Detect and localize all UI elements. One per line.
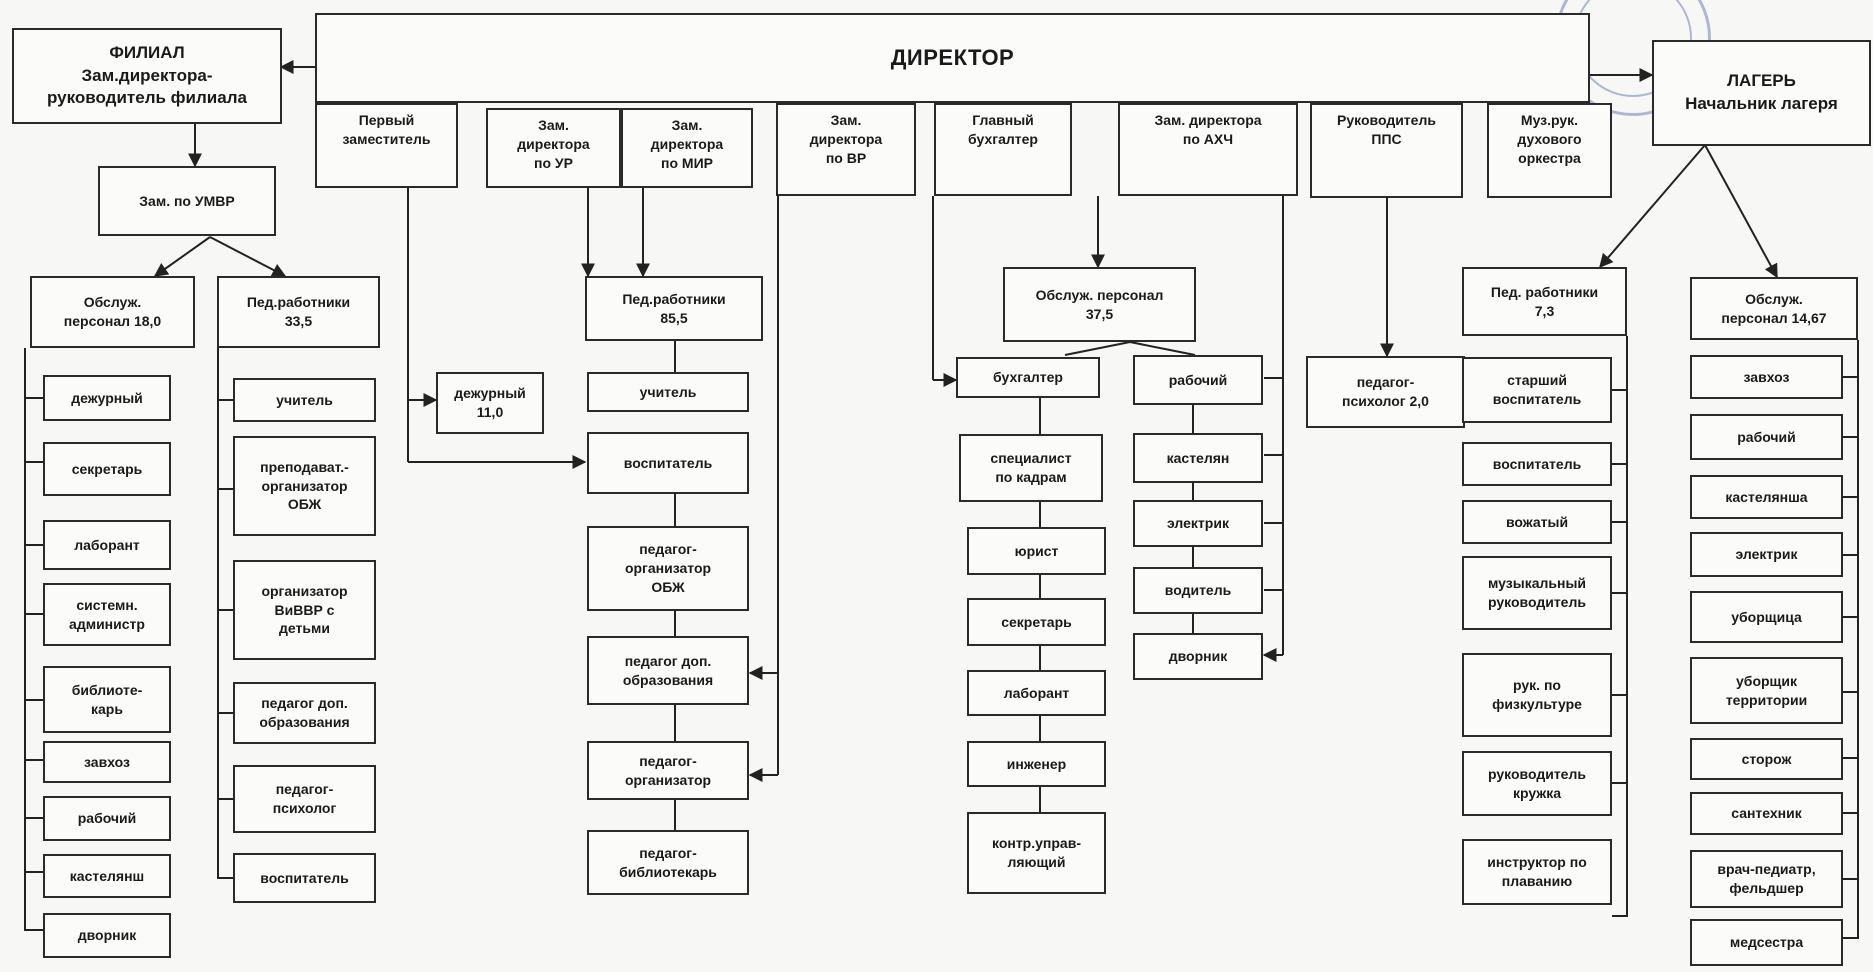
camp-service-item[interactable]: уборщик территории xyxy=(1690,657,1843,724)
worker-column-item[interactable]: электрик xyxy=(1133,500,1263,547)
camp-service-item[interactable]: сантехник xyxy=(1690,792,1843,835)
camp-service-item[interactable]: кастелянша xyxy=(1690,475,1843,519)
camp-teachers-item[interactable]: старший воспитатель xyxy=(1462,357,1612,423)
camp-teachers-item[interactable]: рук. по физкультуре xyxy=(1462,653,1612,737)
camp-teachers-item[interactable]: воспитатель xyxy=(1462,442,1612,486)
camp-teachers-item[interactable]: инструктор по плаванию xyxy=(1462,839,1612,905)
branch-teachers-item[interactable]: организатор ВиВВР с детьми xyxy=(233,560,376,660)
chief-accountant-box[interactable]: Главный бухгалтер xyxy=(934,103,1072,196)
deputy-vr-box[interactable]: Зам. директора по ВР xyxy=(776,103,916,196)
music-head-box[interactable]: Муз.рук. духового оркестра xyxy=(1487,103,1612,198)
psychologist-box[interactable]: педагог- психолог 2,0 xyxy=(1306,356,1465,428)
worker-column-item[interactable]: дворник xyxy=(1133,633,1263,680)
branch-service-header[interactable]: Обслуж. персонал 18,0 xyxy=(30,276,195,348)
accountant-column-item[interactable]: инженер xyxy=(967,741,1106,787)
accountant-column-item[interactable]: юрист xyxy=(967,527,1106,575)
branch-service-item[interactable]: секретарь xyxy=(43,442,171,496)
worker-column-item[interactable]: кастелян xyxy=(1133,433,1263,483)
camp-box[interactable]: ЛАГЕРЬ Начальник лагеря xyxy=(1652,40,1871,146)
camp-teachers-item[interactable]: вожатый xyxy=(1462,500,1612,544)
branch-service-item[interactable]: библиоте- карь xyxy=(43,666,171,733)
main-teachers-item[interactable]: педагог- организатор ОБЖ xyxy=(587,526,749,611)
branch-service-item[interactable]: лаборант xyxy=(43,520,171,570)
director-box[interactable]: ДИРЕКТОР xyxy=(315,13,1590,103)
main-teachers-item[interactable]: воспитатель xyxy=(587,432,749,494)
duty-officer-box[interactable]: дежурный 11,0 xyxy=(436,372,544,434)
worker-column-item[interactable]: водитель xyxy=(1133,567,1263,614)
branch-service-item[interactable]: дежурный xyxy=(43,375,171,421)
branch-teachers-item[interactable]: преподават.- организатор ОБЖ xyxy=(233,436,376,536)
camp-service-item[interactable]: рабочий xyxy=(1690,414,1843,460)
main-teachers-item[interactable]: педагог- организатор xyxy=(587,741,749,800)
accountant-column-item[interactable]: лаборант xyxy=(967,670,1106,716)
branch-service-item[interactable]: системн. администр xyxy=(43,583,171,646)
branch-teachers-item[interactable]: учитель xyxy=(233,378,376,422)
main-teachers-item[interactable]: педагог доп. образования xyxy=(587,636,749,705)
main-teachers-header[interactable]: Пед.работники 85,5 xyxy=(585,276,763,341)
camp-teachers-header[interactable]: Пед. работники 7,3 xyxy=(1462,267,1627,336)
branch-teachers-item[interactable]: педагог- психолог xyxy=(233,765,376,833)
camp-service-item[interactable]: уборщица xyxy=(1690,591,1843,643)
camp-service-item[interactable]: завхоз xyxy=(1690,355,1843,399)
main-teachers-item[interactable]: педагог- библиотекарь xyxy=(587,830,749,895)
camp-service-header[interactable]: Обслуж. персонал 14,67 xyxy=(1690,277,1858,340)
branch-teachers-item[interactable]: воспитатель xyxy=(233,853,376,903)
deputy-mir-box[interactable]: Зам. директора по МИР xyxy=(621,108,753,188)
branch-box[interactable]: ФИЛИАЛ Зам.директора- руководитель филиа… xyxy=(12,28,282,124)
camp-teachers-item[interactable]: музыкальный руководитель xyxy=(1462,556,1612,630)
camp-service-item[interactable]: медсестра xyxy=(1690,919,1843,966)
main-teachers-item[interactable]: учитель xyxy=(587,372,749,412)
accountant-column-item[interactable]: специалист по кадрам xyxy=(959,434,1103,502)
branch-service-item[interactable]: рабочий xyxy=(43,796,171,841)
branch-deputy-box[interactable]: Зам. по УМВР xyxy=(98,166,276,236)
branch-service-item[interactable]: завхоз xyxy=(43,741,171,783)
accountant-column-item[interactable]: контр.управ- ляющий xyxy=(967,812,1106,894)
main-service-header[interactable]: Обслуж. персонал 37,5 xyxy=(1003,267,1196,342)
deputy-ahch-box[interactable]: Зам. директора по АХЧ xyxy=(1118,103,1298,196)
camp-teachers-item[interactable]: руководитель кружка xyxy=(1462,751,1612,816)
pps-head-box[interactable]: Руководитель ППС xyxy=(1310,103,1463,198)
first-deputy-box[interactable]: Первый заместитель xyxy=(315,103,458,188)
branch-teachers-item[interactable]: педагог доп. образования xyxy=(233,682,376,744)
camp-service-item[interactable]: врач-педиатр, фельдшер xyxy=(1690,850,1843,908)
camp-service-item[interactable]: электрик xyxy=(1690,532,1843,577)
worker-column-item[interactable]: рабочий xyxy=(1133,355,1263,405)
branch-teachers-header[interactable]: Пед.работники 33,5 xyxy=(217,276,380,348)
branch-service-item[interactable]: кастелянш xyxy=(43,854,171,898)
branch-service-item[interactable]: дворник xyxy=(43,913,171,958)
deputy-ur-box[interactable]: Зам. директора по УР xyxy=(486,108,621,188)
camp-service-item[interactable]: сторож xyxy=(1690,738,1843,780)
accountant-column-item[interactable]: секретарь xyxy=(967,598,1106,646)
accountant-column-item[interactable]: бухгалтер xyxy=(956,357,1100,398)
